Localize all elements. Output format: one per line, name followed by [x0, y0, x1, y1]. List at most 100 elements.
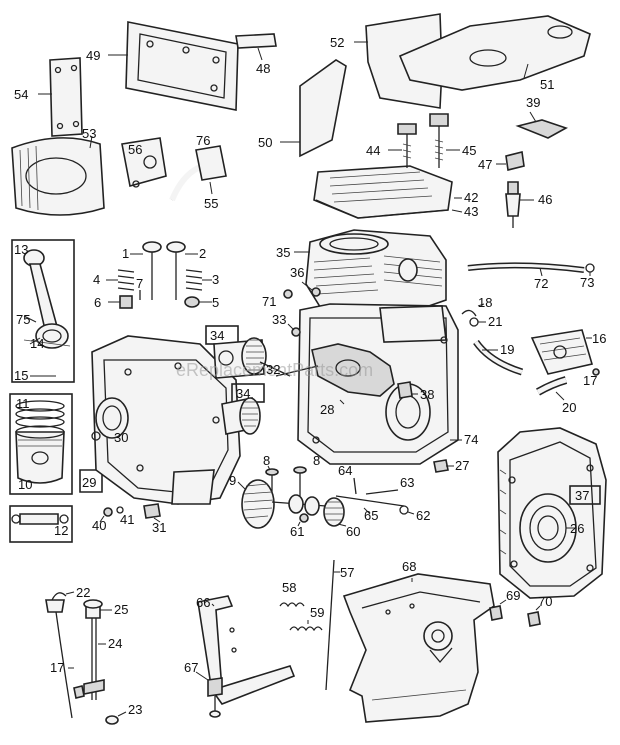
callout-21: 21	[488, 314, 502, 329]
part-8-tappet-right	[293, 466, 307, 496]
callout-36: 36	[290, 265, 304, 280]
callout-64: 64	[338, 463, 352, 478]
callout-45: 45	[462, 143, 476, 158]
part-22-dipstick-cap	[45, 591, 75, 613]
part-21-clamp	[469, 317, 486, 327]
part-67-link	[195, 671, 223, 718]
part-9-camshaft	[237, 479, 327, 529]
callout-40: 40	[92, 518, 106, 533]
callout-37: 37	[575, 488, 589, 503]
part-18-fitting	[461, 303, 485, 317]
callout-70: 70	[538, 594, 552, 609]
part-38-screw	[397, 381, 418, 399]
part-68-control-bracket	[342, 573, 495, 723]
part-34-gear-bottom	[221, 397, 261, 435]
callout-38: 38	[420, 387, 434, 402]
part-47-fitting	[496, 151, 525, 171]
part-50-baffle	[280, 59, 347, 158]
part-11-piston-rings	[15, 400, 65, 428]
part-6-retainer	[108, 295, 133, 309]
part-31-plug	[143, 503, 161, 523]
part-64-pin	[353, 477, 357, 495]
part-12-piston-pin	[11, 513, 69, 525]
callout-10: 10	[18, 477, 32, 492]
callout-65: 65	[364, 508, 378, 523]
part-41-washer	[116, 506, 124, 514]
group-12-box	[9, 505, 73, 543]
callout-69: 69	[506, 588, 520, 603]
callout-16: 16	[592, 331, 606, 346]
callout-35: 35	[276, 245, 290, 260]
callout-46: 46	[538, 192, 552, 207]
part-10-piston	[15, 425, 65, 484]
callout-18: 18	[478, 295, 492, 310]
part-16-fuel-pump	[530, 329, 594, 375]
part-34-governor-gear-top	[213, 337, 267, 379]
callout-72: 72	[534, 276, 548, 291]
watermark: eReplacementParts.com	[176, 360, 373, 380]
callout-12: 12	[54, 523, 68, 538]
callout-53: 53	[82, 126, 96, 141]
callout-42: 42	[464, 190, 478, 205]
part-55-breather-tube	[169, 145, 227, 202]
part-71-screw	[283, 289, 293, 299]
part-27-drain-plug	[433, 459, 454, 473]
part-39-clip	[515, 111, 568, 139]
callout-63: 63	[400, 475, 414, 490]
callout-75: 75	[16, 312, 30, 327]
callout-17-right: 17	[583, 373, 597, 388]
part-70-screw	[527, 605, 541, 627]
callout-60: 60	[346, 524, 360, 539]
callout-67: 67	[184, 660, 198, 675]
part-63-shaft	[365, 489, 399, 495]
callout-54: 54	[14, 87, 28, 102]
callout-52: 52	[330, 35, 344, 50]
part-48-plate	[235, 33, 277, 61]
part-33-screw	[287, 323, 301, 337]
part-3-valve-spring	[185, 269, 212, 291]
part-20-elbow	[536, 376, 568, 401]
part-66-control-lever	[197, 595, 296, 705]
part-59-spring	[289, 620, 323, 632]
callout-43: 43	[464, 204, 478, 219]
part-62-clip	[399, 505, 415, 515]
callout-13: 13	[14, 242, 28, 257]
part-23-nut	[105, 711, 127, 725]
callout-31: 31	[152, 520, 166, 535]
part-36-screw	[301, 281, 321, 297]
callout-33: 33	[272, 312, 286, 327]
callout-26: 26	[570, 521, 584, 536]
callout-8-right: 8	[313, 453, 320, 468]
part-2-valve-exhaust	[166, 241, 198, 300]
callout-14: 14	[30, 336, 44, 351]
part-24-dipstick	[83, 599, 112, 700]
part-51-blower-plate	[398, 15, 591, 91]
callout-19: 19	[500, 342, 514, 357]
callout-51: 51	[540, 77, 554, 92]
callout-30: 30	[114, 430, 128, 445]
part-17-screw-right	[592, 368, 600, 376]
callout-labels: 1 2 3 4 5 6 7 8 8 9 10 11 12 13 14 15 16…	[14, 35, 606, 717]
part-58-spring	[279, 602, 305, 608]
part-65-lever	[335, 495, 405, 515]
part-72-fuel-line	[467, 262, 585, 277]
group-37-box	[569, 485, 601, 505]
part-17-screw-bottom	[73, 685, 85, 699]
callout-20: 20	[562, 400, 576, 415]
callout-32: 32	[266, 362, 280, 377]
part-57-divider-line	[325, 559, 340, 691]
part-37-sump-plate	[497, 427, 607, 599]
callout-41: 41	[120, 512, 134, 527]
callout-29: 29	[82, 475, 96, 490]
callout-62: 62	[416, 508, 430, 523]
callout-57: 57	[340, 565, 354, 580]
callout-66: 66	[196, 595, 210, 610]
callout-48: 48	[256, 61, 270, 76]
callout-76: 76	[196, 133, 210, 148]
callout-24: 24	[108, 636, 122, 651]
part-17-dipstick-tube	[55, 611, 74, 719]
part-19-hose	[473, 339, 524, 376]
part-60-governor	[323, 497, 347, 527]
callout-50: 50	[258, 135, 272, 150]
